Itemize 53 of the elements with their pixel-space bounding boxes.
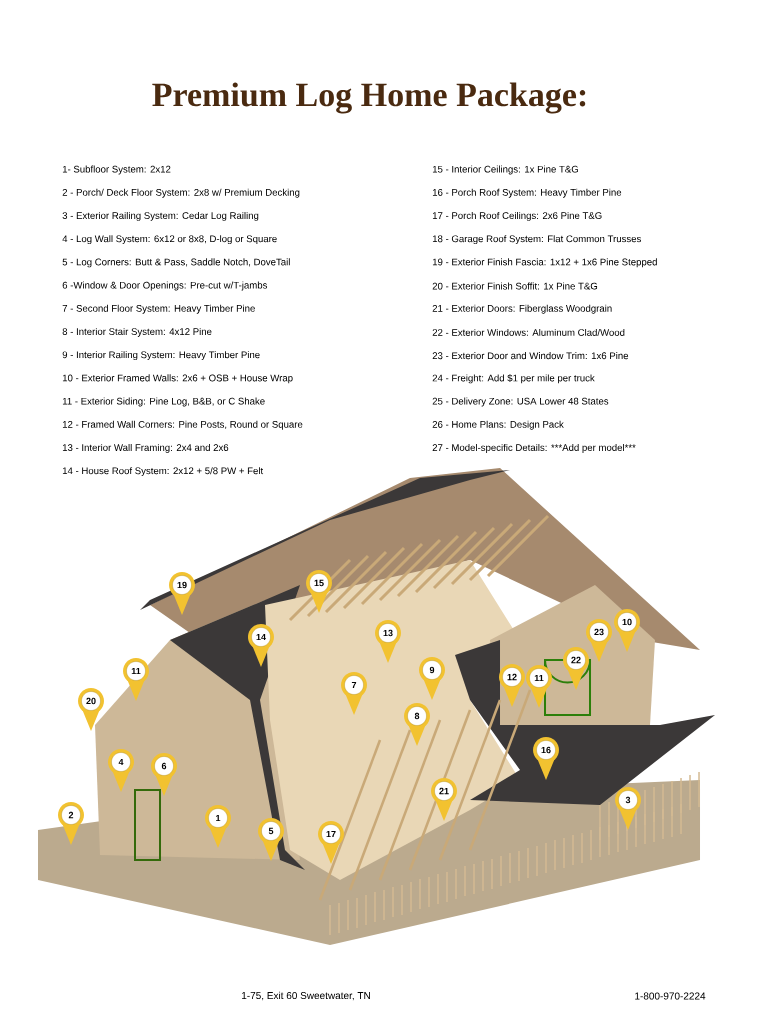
footer-text: 1-75, Exit 60 Sweetwater, TN (242, 991, 370, 1001)
list-item: 15 - Interior Ceilings: 1x Pine T&G (432, 165, 578, 175)
list-item: 27 - Model-specific Details: ***Add per model*** (432, 443, 636, 453)
callout-pin: 23 (586, 619, 612, 662)
list-item: 6 -Window & Door Openings: Pre-cut w/T-jambs (62, 281, 268, 291)
list-item: 23 - Exterior Door and Window Trim: 1x6 Pine (432, 352, 629, 360)
callout-pin: 1 (205, 805, 231, 848)
list-item: 13 - Interior Wall Framing: 2x4 and 2x6 (62, 443, 229, 453)
callout-pin: 13 (375, 620, 401, 663)
list-item: 14 - House Roof System: 2x12 + 5/8 PW + Felt (62, 467, 264, 477)
list-item: 24 - Freight: Add $1 per mile per truck (432, 374, 595, 384)
callout-pin: 4 (108, 749, 134, 792)
callout-pin: 7 (341, 672, 367, 715)
list-item: 22 - Exterior Windows: Aluminum Clad/Wood (432, 328, 625, 336)
list-item: 9 - Interior Railing System: Heavy Timber Pine (62, 351, 260, 361)
list-item: 16 - Porch Roof System: Heavy Timber Pine (432, 188, 622, 198)
callout-pin: 3 (615, 787, 641, 830)
callout-pin: 15 (306, 570, 332, 613)
list-item: 1- Subfloor System: 2x12 (62, 165, 171, 175)
callout-pin: 9 (419, 657, 445, 700)
list-item: 7 - Second Floor System: Heavy Timber Pine (62, 304, 255, 314)
list-item: 20 - Exterior Finish Soffit: 1x Pine T&G (432, 282, 598, 290)
callout-pin: 10 (614, 609, 640, 652)
list-item: 18 - Garage Roof System: Flat Common Trusses (432, 235, 641, 245)
callout-pin: 11 (526, 665, 552, 708)
callout-pin: 16 (533, 737, 559, 780)
list-item: 21 - Exterior Doors: Fiberglass Woodgrain (432, 304, 612, 314)
list-item: 25 - Delivery Zone: USA Lower 48 States (432, 397, 609, 407)
list-item: 17 - Porch Roof Ceilings: 2x6 Pine T&G (432, 211, 602, 221)
list-item: 11 - Exterior Siding: Pine Log, B&B, or C Shake (62, 397, 265, 407)
list-item: 10 - Exterior Framed Walls: 2x6 + OSB + House Wrap (62, 374, 293, 384)
title: Premium Log Home Package: (152, 82, 586, 114)
callout-pin: 22 (563, 647, 589, 690)
callout-pin: 2 (58, 802, 84, 845)
callout-pin: 19 (169, 572, 195, 615)
callout-pin: 21 (431, 778, 457, 821)
callout-pin: 12 (499, 664, 525, 707)
callout-pin: 11 (123, 658, 149, 701)
callout-pin: 14 (248, 624, 274, 667)
callout-pin: 5 (258, 818, 284, 861)
list-item: 12 - Framed Wall Corners: Pine Posts, Round or Square (62, 420, 303, 430)
callout-pin: 17 (318, 821, 344, 864)
list-item: 26 - Home Plans: Design Pack (432, 420, 564, 430)
list-item: 3 - Exterior Railing System: Cedar Log Railing (62, 211, 259, 221)
list-item: 19 - Exterior Finish Fascia: 1x12 + 1x6 Pine Stepped (432, 258, 657, 268)
callout-pin: 6 (151, 753, 177, 796)
footer-text: 1-800-970-2224 (635, 992, 706, 1000)
list-item: 2 - Porch/ Deck Floor System: 2x8 w/ Premium Decking (62, 188, 300, 198)
callout-pin: 8 (404, 703, 430, 746)
callout-pin: 20 (78, 688, 104, 731)
list-item: 8 - Interior Stair System: 4x12 Pine (62, 327, 212, 337)
list-item: 5 - Log Corners: Butt & Pass, Saddle Notch, DoveTail (62, 258, 290, 268)
list-item: 4 - Log Wall System: 6x12 or 8x8, D-log or Square (62, 235, 277, 245)
